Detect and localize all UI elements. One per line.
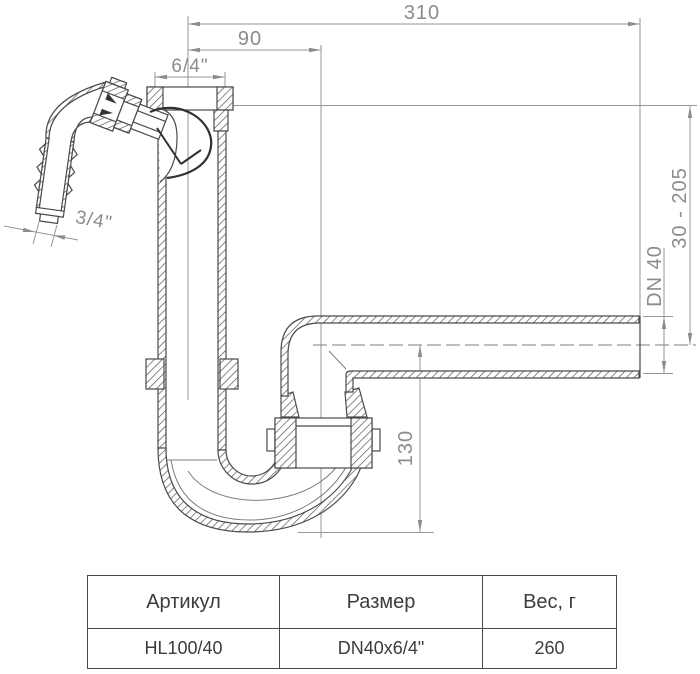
spec-table-value-row: HL100/40 DN40x6/4" 260	[87, 628, 617, 669]
dim-trap-depth: 130	[395, 430, 417, 466]
header-size: Размер	[279, 575, 483, 629]
dim-inlet-nut-size: 6/4"	[171, 56, 208, 77]
dimension-310: 310	[188, 2, 640, 27]
value-size: DN40x6/4"	[279, 628, 483, 669]
dimension-pipe-diameter: DN 40	[644, 245, 667, 373]
dim-total-length: 310	[404, 2, 440, 24]
hose-barb-tail	[33, 137, 78, 225]
header-article: Артикул	[87, 575, 280, 629]
elbow-inner-wall	[70, 116, 93, 143]
outlet-union-nut	[266, 387, 381, 469]
dim-pipe-diameter: DN 40	[644, 245, 666, 307]
union-cone-right	[344, 387, 368, 418]
dimension-90: 90	[188, 28, 321, 53]
inlet-pipe	[145, 130, 239, 451]
pipe-collar-right	[219, 358, 239, 390]
dim-height-range: 30 - 205	[669, 167, 691, 248]
outlet-pipe	[280, 315, 641, 397]
dim-outlet-offset: 90	[238, 28, 262, 50]
hose-inlet-assembly: 3/4"	[3, 76, 213, 248]
spec-table: Артикул Размер Вес, г HL100/40 DN40x6/4"…	[87, 575, 617, 669]
extension-lines	[154, 16, 697, 538]
value-weight: 260	[482, 628, 617, 669]
union-cone-left	[280, 391, 300, 418]
dimension-inlet-nut: 6/4"	[155, 56, 225, 80]
header-weight: Вес, г	[482, 575, 617, 629]
dim-hose-barb-size: 3/4"	[74, 207, 114, 234]
pipe-collar-left	[145, 358, 165, 390]
elbow-inner-edge	[328, 350, 347, 370]
dimension-height-range: 30 - 205	[669, 106, 693, 345]
spec-table-header-row: Артикул Размер Вес, г	[87, 575, 617, 629]
duckbill-valve	[149, 106, 213, 180]
value-article: HL100/40	[87, 628, 280, 669]
